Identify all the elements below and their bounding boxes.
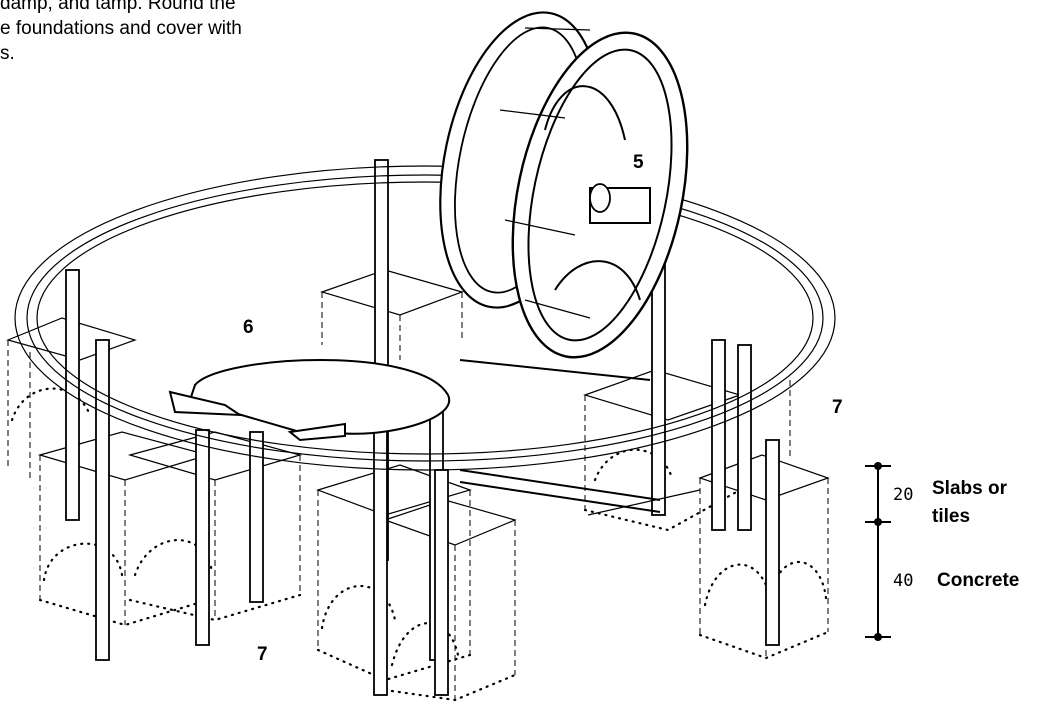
- dimension-lower-value: 40: [893, 571, 913, 591]
- foundation-block-left-back: [6, 317, 137, 480]
- callout-foundation-bottom: 7: [257, 644, 268, 665]
- dimension-upper-label-line2: tiles: [932, 506, 970, 527]
- intro-line-1: damp, and tamp. Round the: [0, 0, 236, 14]
- dimension-lower-label: Concrete: [937, 570, 1019, 591]
- dimension-line: [865, 462, 891, 641]
- foundation-block-left-middle: [127, 431, 303, 622]
- foundation-blocks: [6, 269, 830, 702]
- circular-track: [14, 165, 836, 471]
- intro-text: damp, and tamp. Round the e foundations …: [0, 0, 340, 66]
- foundation-block-center-front: [316, 464, 517, 702]
- platform: [188, 359, 451, 435]
- intro-line-3: s.: [0, 43, 15, 64]
- dimension-upper-label-line1: Slabs or: [932, 478, 1008, 499]
- wheel-frame: [459, 359, 701, 516]
- callout-foundation-right: 7: [832, 397, 843, 418]
- intro-line-2: e foundations and cover with: [0, 18, 242, 39]
- wheel: [439, 11, 689, 359]
- callout-wheel: 5: [633, 152, 644, 173]
- dimension-upper-value: 20: [893, 485, 913, 505]
- callout-platform: 6: [243, 317, 254, 338]
- foundation-block-center-back: [320, 269, 464, 360]
